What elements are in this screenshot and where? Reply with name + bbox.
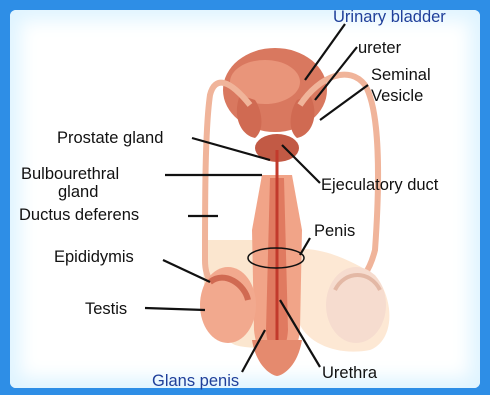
label-urethra: Urethra xyxy=(322,364,378,382)
label-epididymis: Epididymis xyxy=(54,248,134,266)
label-bulbourethral: Bulbourethral xyxy=(21,165,119,183)
testis-left-shape xyxy=(200,267,256,343)
label-penis: Penis xyxy=(314,222,355,240)
label-ejaculatory-duct: Ejeculatory duct xyxy=(321,176,439,194)
label-bulbourethral-gland: gland xyxy=(58,183,98,201)
label-vesicle: Vesicle xyxy=(371,87,423,105)
label-testis: Testis xyxy=(85,300,127,318)
testis-right-shape xyxy=(326,267,386,343)
label-ureter: ureter xyxy=(358,39,402,57)
label-seminal: Seminal xyxy=(371,66,431,84)
label-prostate-gland: Prostate gland xyxy=(57,129,163,147)
label-ductus-deferens: Ductus deferens xyxy=(19,206,139,224)
label-glans-penis: Glans penis xyxy=(152,372,239,390)
label-urinary-bladder: Urinary bladder xyxy=(333,8,446,26)
